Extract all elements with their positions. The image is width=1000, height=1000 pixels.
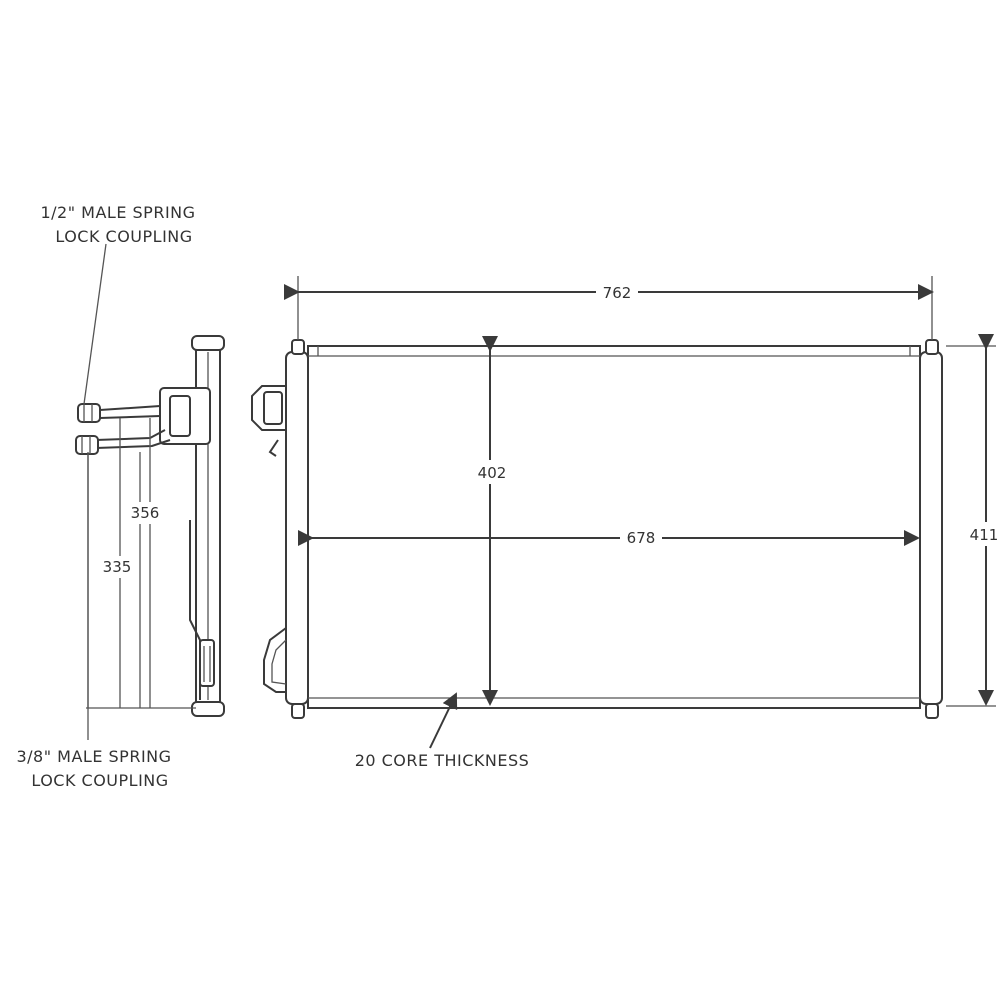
top-coupling-label-2: LOCK COUPLING <box>55 227 192 246</box>
three-eighths-coupling <box>75 435 99 455</box>
side-view <box>75 243 225 740</box>
dim-overall-height: 411 <box>970 526 999 544</box>
half-inch-coupling <box>77 403 101 423</box>
bottom-coupling-label-2: LOCK COUPLING <box>31 771 168 790</box>
front-view <box>251 276 996 749</box>
front-outlet-fitting <box>263 627 287 693</box>
core-thickness-label: 20 CORE THICKNESS <box>355 751 530 770</box>
condenser-core <box>307 345 921 709</box>
dim-core-height: 402 <box>478 464 507 482</box>
dim-lower-fitting: 335 <box>103 558 132 576</box>
dim-core-width: 678 <box>627 529 656 547</box>
dim-overall-width: 762 <box>603 284 632 302</box>
right-tank <box>919 351 943 705</box>
front-inlet-fitting <box>251 385 286 431</box>
top-coupling-label-1: 1/2" MALE SPRING <box>40 203 195 222</box>
left-tank <box>285 351 309 705</box>
bottom-coupling-label-1: 3/8" MALE SPRING <box>16 747 171 766</box>
dim-upper-fitting: 356 <box>131 504 160 522</box>
